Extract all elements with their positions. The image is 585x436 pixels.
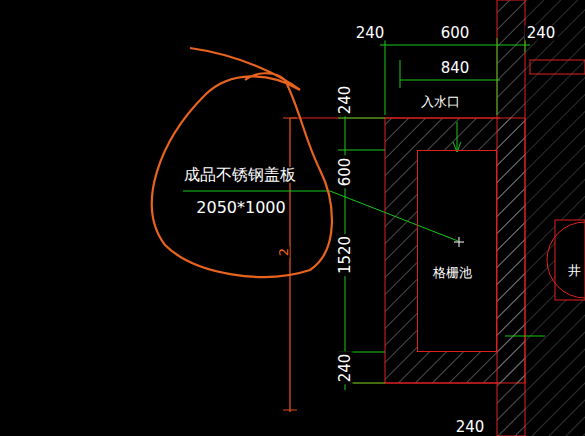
- note-text: 2050*1000: [194, 200, 287, 216]
- dimension-text: 240: [338, 352, 353, 385]
- dimension-text: 240: [454, 420, 487, 435]
- dim-tick: [283, 118, 297, 119]
- leader-point: [454, 237, 464, 247]
- inlet-arrow: [457, 122, 458, 152]
- dimension-text: 600: [439, 26, 472, 41]
- inlet-label: 入水口: [419, 95, 462, 108]
- dim-ticks: [338, 118, 385, 383]
- pool-label: 格栅池: [431, 263, 474, 283]
- pipe-line: [505, 336, 545, 337]
- pipe-outline: [530, 60, 585, 74]
- note-underline: [183, 191, 330, 192]
- outline-line: [289, 118, 290, 412]
- outline-line: [290, 118, 500, 119]
- dim-line: [400, 80, 500, 81]
- wall-hatch: [525, 0, 585, 436]
- dimension-text: 240: [338, 84, 353, 117]
- dimension-text: 240: [525, 26, 558, 41]
- dim-tick: [283, 410, 297, 411]
- grille-pool: 格栅池: [417, 150, 497, 352]
- well-label: 井: [566, 264, 583, 277]
- well-circle: [547, 222, 585, 298]
- dim-line: [380, 45, 530, 46]
- dim-ticks: [385, 38, 525, 115]
- dimension-text: 240: [354, 26, 387, 41]
- pool-interior: [417, 150, 497, 352]
- markup-circle: [152, 48, 332, 277]
- dimension-text: 600: [338, 156, 353, 189]
- dimension-text: 1520: [338, 234, 353, 276]
- wall-hatch: [497, 0, 525, 436]
- note-text: 成品不锈钢盖板: [182, 167, 298, 183]
- dimension-text: 2: [277, 246, 290, 258]
- dimension-text: 840: [439, 61, 472, 76]
